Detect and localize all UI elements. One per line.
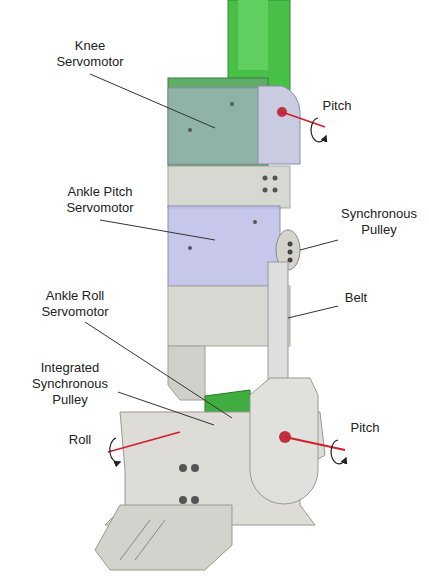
rotation-arrow — [311, 118, 326, 142]
part-label: Knee Servomotor — [50, 38, 130, 70]
axis-line — [282, 112, 325, 127]
foot-toe — [95, 505, 232, 570]
axis-line — [285, 437, 345, 450]
ankle-pulley-housing — [250, 378, 318, 504]
axis-line — [108, 432, 180, 452]
ankle-strut — [168, 346, 205, 400]
knee-horn — [258, 86, 300, 164]
rotation-arrow — [331, 440, 346, 464]
axis-label: Pitch — [340, 420, 390, 436]
part-label: Ankle Roll Servomotor — [30, 288, 120, 320]
shank — [168, 166, 290, 208]
thigh-highlight — [238, 0, 268, 70]
belt — [268, 262, 288, 397]
leader-lines — [85, 74, 338, 425]
ankle-pitch-servomotor — [168, 206, 280, 286]
part-label: Integrated Synchronous Pulley — [20, 360, 120, 408]
part-label: Synchronous Pulley — [334, 206, 424, 238]
knee-servo-body — [168, 78, 268, 166]
part-label: Ankle Pitch Servomotor — [55, 184, 145, 216]
thigh-link — [228, 0, 290, 90]
axis-label: Pitch — [312, 98, 362, 114]
part-label: Belt — [336, 290, 376, 306]
knee-servomotor — [168, 88, 260, 164]
axis-label: Roll — [55, 432, 105, 448]
rotation-arrow — [110, 438, 120, 462]
